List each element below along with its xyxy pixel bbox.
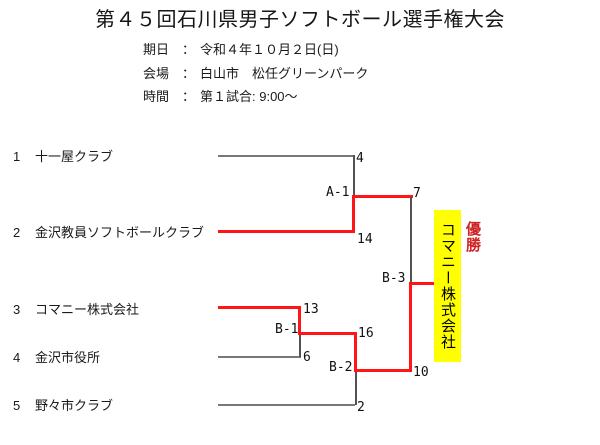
champion-label: 優勝: [464, 221, 481, 253]
match-label-b1: B-1: [275, 322, 299, 337]
team-name: 金沢市役所: [35, 350, 101, 365]
score-b3-top: 7: [413, 186, 421, 201]
bracket-line-team4: [218, 356, 301, 358]
bracket-join-b1-upper: [298, 306, 301, 335]
team-seed: 3: [13, 302, 21, 317]
team-name: 十一屋クラブ: [35, 149, 114, 164]
bracket-line-b1-winner: [298, 332, 357, 335]
team-seed: 4: [13, 350, 21, 365]
match-label-a1: A-1: [326, 185, 350, 200]
team-seed: 1: [13, 149, 21, 164]
event-time-separator: ：: [181, 89, 195, 104]
event-venue-label: 会場: [143, 66, 170, 81]
event-date-separator: ：: [181, 42, 195, 57]
champion-name: コマニー株式会社: [439, 222, 456, 350]
score-team1: 4: [356, 151, 364, 166]
event-date-value: 令和４年１０月２日(日): [200, 42, 339, 57]
event-venue-value: 白山市 松任グリーンパーク: [200, 66, 369, 81]
bracket-join-b2-upper: [354, 332, 357, 372]
bracket-join-b2-lower: [355, 371, 357, 405]
match-label-b2: B-2: [329, 360, 353, 375]
score-b2-top: 16: [358, 326, 374, 341]
bracket-join-b3-lower: [409, 282, 412, 372]
score-team3: 13: [303, 302, 319, 317]
bracket-join-b1-lower: [299, 333, 301, 357]
event-time-row: 時間 ： 第１試合: 9:00～: [143, 89, 298, 104]
team-name: 金沢教員ソフトボールクラブ: [35, 225, 205, 240]
page-title: 第４５回石川県男子ソフトボール選手権大会: [95, 9, 505, 31]
bracket-line-team5: [218, 404, 355, 406]
team-seed: 5: [13, 398, 21, 413]
bracket-join-a1-lower: [352, 195, 355, 233]
bracket-line-team2-winner: [218, 230, 355, 233]
score-team2: 14: [357, 232, 373, 247]
team-row: 4 金沢市役所: [0, 350, 218, 365]
event-time-label: 時間: [143, 89, 170, 104]
bracket-line-a1-winner: [352, 195, 413, 198]
score-team5: 2: [357, 400, 365, 415]
score-team4: 6: [303, 350, 311, 365]
event-time-value: 第１試合: 9:00～: [200, 89, 298, 104]
bracket-join-a1-upper: [353, 155, 355, 197]
team-row: 1 十一屋クラブ: [0, 149, 218, 164]
bracket-join-b3-upper: [410, 197, 412, 284]
team-name: コマニー株式会社: [35, 302, 140, 317]
bracket-line-b2-winner: [354, 369, 411, 372]
team-name: 野々市クラブ: [35, 398, 114, 413]
team-row: 5 野々市クラブ: [0, 398, 218, 413]
event-date-row: 期日 ： 令和４年１０月２日(日): [143, 42, 339, 57]
score-b3-bottom: 10: [413, 365, 429, 380]
champion-highlight: コマニー株式会社: [434, 210, 461, 362]
team-row: 2 金沢教員ソフトボールクラブ: [0, 225, 218, 240]
event-venue-row: 会場 ： 白山市 松任グリーンパーク: [143, 66, 368, 81]
event-date-label: 期日: [143, 42, 170, 57]
bracket-line-team1: [218, 155, 355, 157]
team-row: 3 コマニー株式会社: [0, 302, 218, 317]
match-label-b3: B-3: [382, 271, 406, 286]
event-venue-separator: ：: [181, 66, 195, 81]
bracket-line-team3-winner: [218, 306, 301, 309]
team-seed: 2: [13, 225, 21, 240]
bracket-line-champion: [409, 282, 435, 285]
